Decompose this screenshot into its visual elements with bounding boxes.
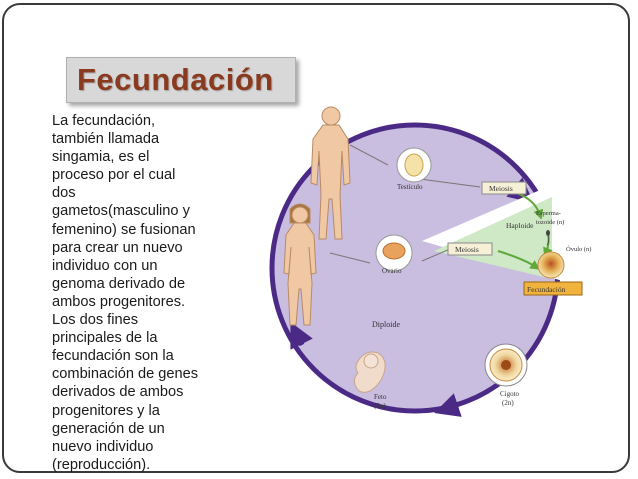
testicle-icon	[396, 147, 432, 183]
ovary-label: Ovario	[382, 267, 402, 275]
egg-label: Óvulo (n)	[566, 245, 591, 253]
fetus-icon	[353, 351, 386, 393]
fertilization-label: Fecundación	[527, 285, 566, 294]
connector-line	[419, 178, 481, 188]
diploid-label: Diploide	[372, 320, 400, 329]
sperm-icon	[546, 230, 550, 246]
slide-body-text: La fecundación, también llamada singamia…	[52, 113, 199, 473]
fetus-label-line1: Feto	[374, 393, 387, 401]
zygote-label-line2: (2n)	[502, 399, 514, 407]
zygote-label-line1: Cigoto	[500, 390, 520, 398]
egg-cell-icon	[537, 251, 565, 279]
male-figure-icon	[310, 106, 351, 240]
meiosis-box-top	[481, 181, 527, 195]
ovary-icon	[375, 234, 413, 272]
sperm-label-line2: tozoide (n)	[536, 219, 564, 226]
haploid-label: Haploide	[506, 221, 534, 230]
cycle-arrow-icon	[290, 321, 313, 350]
female-figure-icon	[283, 203, 317, 326]
fertilization-diagram: Testículo Ovario Meiosis Meiosis Haploid…	[262, 103, 598, 425]
connector-line	[329, 252, 371, 264]
fetus-label-line2: (2n)	[374, 402, 386, 410]
green-arrow-icon	[497, 250, 541, 270]
connector-line	[349, 144, 389, 166]
title-box: Fecundación	[66, 57, 296, 103]
zygote-icon	[484, 343, 528, 387]
sperm-label-line1: Esperma-	[536, 210, 561, 217]
connector-line	[421, 248, 451, 262]
slide-title: Fecundación	[77, 62, 274, 97]
fertilization-box	[523, 281, 583, 296]
meiosis-label-bottom: Meiosis	[455, 245, 479, 254]
meiosis-box-bottom	[447, 242, 493, 256]
diagram-svg: Testículo Ovario Meiosis Meiosis Haploid…	[269, 106, 598, 417]
haploid-region	[434, 197, 552, 279]
meiosis-label-top: Meiosis	[489, 184, 513, 193]
testicle-label: Testículo	[397, 183, 423, 191]
cycle-arrow-icon	[434, 393, 462, 417]
